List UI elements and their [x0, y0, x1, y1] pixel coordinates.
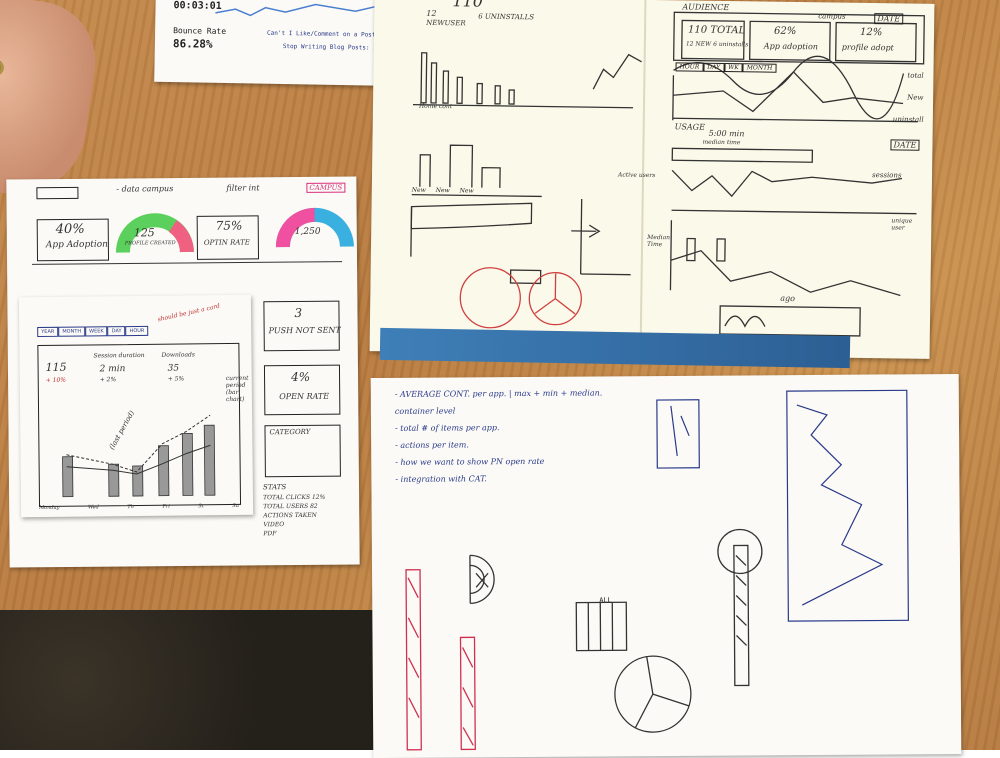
optin-card: 75% OPTIN RATE [197, 215, 259, 260]
notebook-sketch: 110 12 NEWUSER 6 UNINSTALLS Home cont [370, 0, 935, 359]
category-label: CATEGORY [269, 428, 310, 436]
x-axis-label: Monday [39, 505, 59, 511]
card2-value: 62% [774, 26, 796, 37]
unique-label: unique user [891, 217, 927, 232]
header-right: filter int [226, 183, 259, 192]
stats-title: STATS [263, 483, 286, 491]
stats-row: ACTIONS TAKEN [263, 511, 325, 521]
weekly-bars [19, 295, 253, 517]
x-axis-label: Th [127, 504, 134, 510]
audience-tab[interactable]: MONTH [743, 63, 777, 72]
legend-uninstall: uninstall [893, 115, 924, 123]
new-bar-label: New [436, 187, 450, 194]
audience-tab[interactable]: WK [724, 63, 743, 72]
usage-sub: median time [702, 139, 740, 147]
card1-sub: 12 NEW 6 uninstalls [686, 40, 749, 48]
x-axis-label: St [198, 503, 204, 509]
card3-sub: profile adopt [842, 43, 894, 53]
audience-title: AUDIENCE [682, 2, 729, 12]
printout-sheet: 00:03:01 Bounce Rate 86.28% Can't I Like… [154, 0, 411, 86]
x-axis-label: Fri [162, 504, 170, 510]
card1-value: 110 TOTAL [688, 24, 745, 36]
usage-date-button[interactable]: DATE [890, 139, 919, 150]
open-label: OPEN RATE [279, 392, 329, 401]
slider-label: ago [780, 294, 795, 303]
stats-row: PDF [263, 529, 325, 539]
campus-label: campus [818, 12, 845, 20]
new-bar-label: New [412, 187, 426, 194]
legend-new: New [907, 94, 923, 102]
audience-tab[interactable]: DAY [703, 63, 724, 72]
app-adoption-card: 40% App Adoption [37, 219, 109, 262]
open-value: 4% [291, 370, 310, 384]
usage-time: 5:00 min [709, 129, 745, 138]
campus-gauge [274, 194, 355, 255]
notebook-drawings [370, 0, 935, 359]
open-rate-card: 4% OPEN RATE [264, 365, 340, 416]
app-adoption-value: 40% [56, 222, 85, 237]
profile-value: 125 [134, 226, 155, 239]
push-card: 3 PUSH NOT SENT [263, 301, 339, 352]
audience-tab[interactable]: HOUR [675, 62, 703, 71]
sparkline [155, 0, 411, 29]
header-left: - data campus [116, 184, 173, 193]
bounce-label: Bounce Rate [173, 26, 226, 36]
active-label: Active users [618, 172, 658, 180]
ring [0, 59, 5, 77]
date-button[interactable]: DATE [874, 13, 903, 24]
x-axis-label: Su [232, 503, 239, 509]
optin-label: OPTIN RATE [204, 238, 250, 246]
floor-carpet [0, 610, 380, 750]
x-axis-label: Wed [88, 504, 99, 510]
push-label: PUSH NOT SENT [269, 326, 341, 336]
push-value: 3 [294, 306, 302, 320]
sessions-label: sessions [872, 171, 902, 179]
campus-tag: CAMPUS [306, 183, 345, 193]
median-label: Median Time [647, 234, 669, 248]
new-bar-label: New [460, 187, 474, 194]
divider [7, 256, 357, 269]
new-bar-labels: New New New [412, 187, 474, 195]
usage-title: USAGE [675, 122, 705, 131]
category-card: CATEGORY [264, 425, 340, 478]
card2-sub: App adoption [764, 42, 818, 52]
app-adoption-label: App Adoption [46, 240, 108, 251]
notes-sketches [371, 374, 962, 758]
profile-label: PROFILE CREATED [125, 240, 176, 246]
optin-value: 75% [216, 218, 243, 232]
legend-total: total [907, 72, 923, 80]
notes-sheet: - AVERAGE CONT. per app. | max + min + m… [371, 374, 962, 758]
bounce-value: 86.28% [173, 37, 213, 51]
card3-value: 12% [860, 27, 882, 38]
logo-box [36, 187, 78, 199]
campus-value: 1,250 [295, 227, 321, 237]
